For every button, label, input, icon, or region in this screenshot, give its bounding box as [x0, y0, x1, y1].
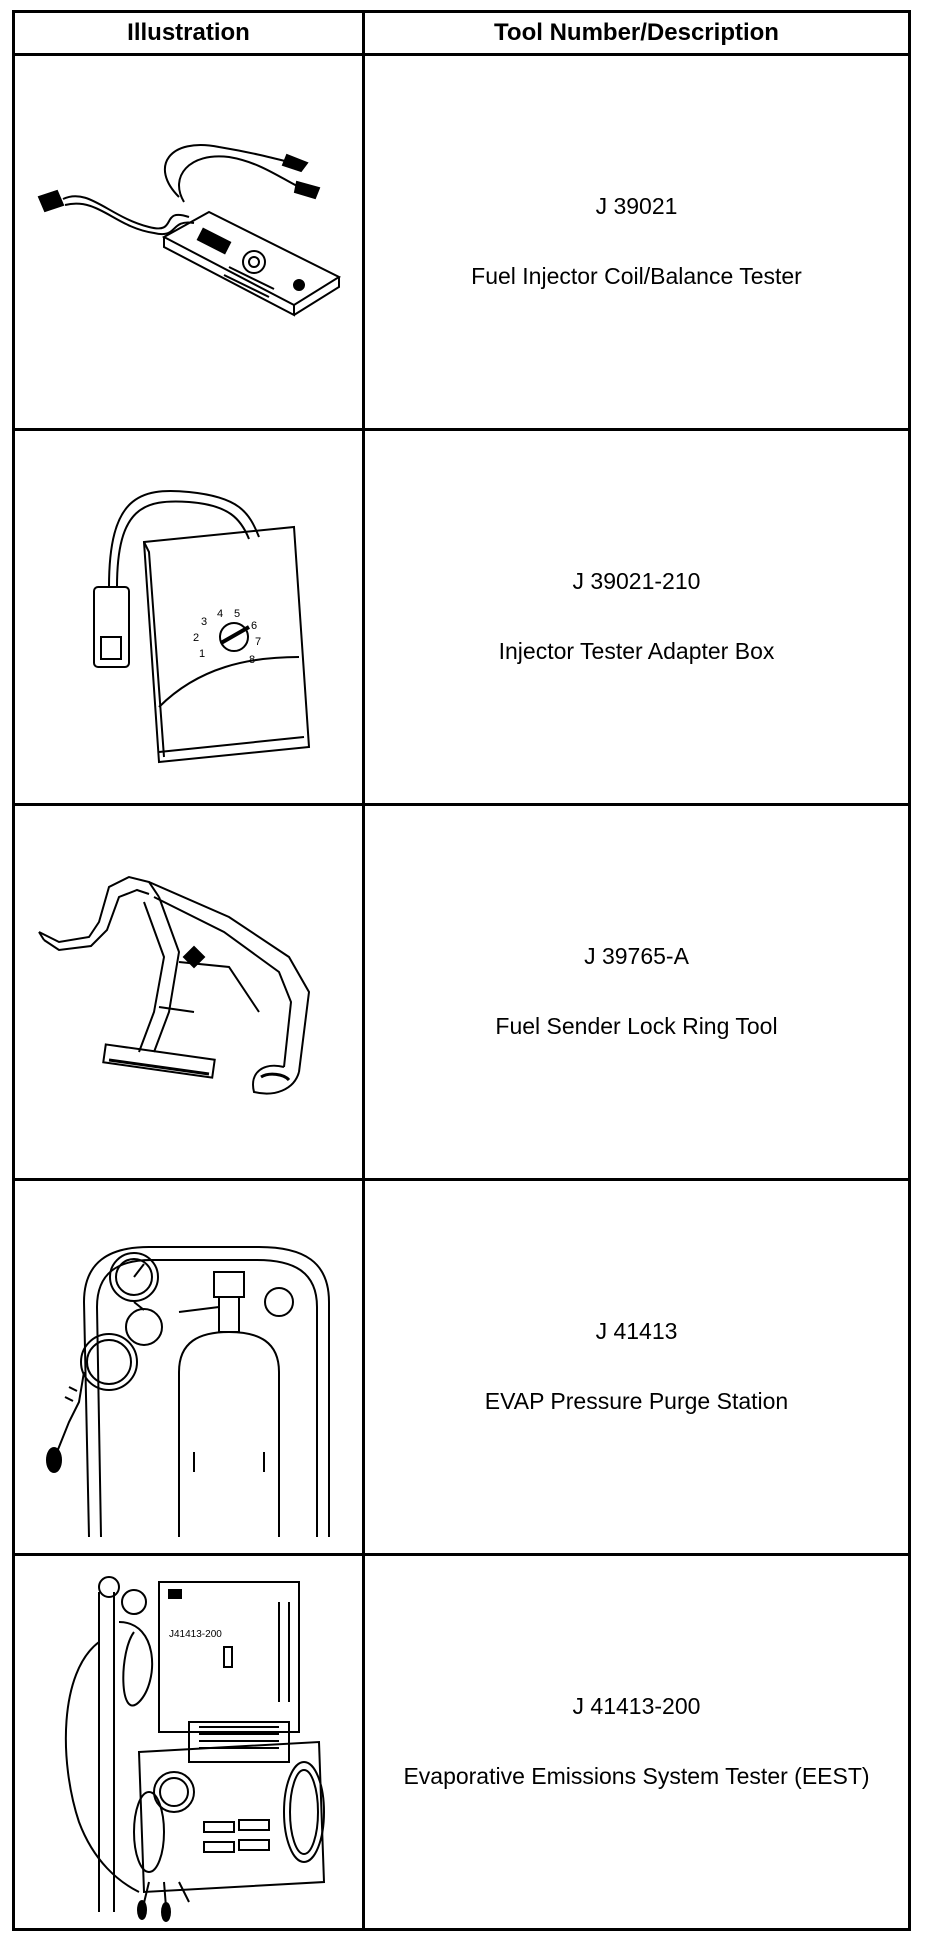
description-cell: J 39021-210 Injector Tester Adapter Box	[362, 428, 911, 806]
table-header-row: Illustration Tool Number/Description	[12, 10, 911, 56]
dial-label: 3	[201, 616, 207, 628]
illustration-cell	[12, 53, 365, 431]
dial-label: 4	[217, 608, 223, 620]
dial-label: 8	[249, 654, 255, 666]
eest-icon: J41413-200	[39, 1562, 339, 1922]
illustration-cell: 1 2 3 4 5 6 7 8	[12, 428, 365, 806]
tool-description: Evaporative Emissions System Tester (EES…	[403, 1763, 870, 1789]
description-cell: J 41413 EVAP Pressure Purge Station	[362, 1178, 911, 1556]
tool-number: J 41413	[595, 1318, 678, 1345]
dial-label: 7	[255, 636, 261, 648]
dial-label: 5	[234, 608, 240, 620]
table-row: J 41413 EVAP Pressure Purge Station	[12, 1178, 911, 1556]
tool-description: Injector Tester Adapter Box	[498, 638, 775, 664]
illustration-cell	[12, 803, 365, 1181]
adapter-box-icon: 1 2 3 4 5 6 7 8	[49, 467, 329, 767]
tool-description: Fuel Injector Coil/Balance Tester	[471, 263, 802, 289]
table-row: 1 2 3 4 5 6 7 8 J 39021-210 Injector Tes…	[12, 428, 911, 806]
injector-tester-icon	[29, 127, 349, 357]
header-illustration: Illustration	[12, 10, 365, 56]
tools-table: Illustration Tool Number/Description	[12, 10, 911, 1931]
dial-label: 6	[251, 620, 257, 632]
table-row: J 39021 Fuel Injector Coil/Balance Teste…	[12, 53, 911, 431]
tool-number: J 39021	[595, 193, 678, 220]
tool-description: Fuel Sender Lock Ring Tool	[495, 1013, 778, 1039]
illustration-cell: J41413-200	[12, 1553, 365, 1931]
dial-label: 2	[193, 632, 199, 644]
header-tool-number-description: Tool Number/Description	[362, 10, 911, 56]
tool-description: EVAP Pressure Purge Station	[484, 1388, 789, 1414]
tool-number: J 39765-A	[584, 943, 689, 970]
tool-number: J 41413-200	[572, 1693, 701, 1720]
illustration-cell	[12, 1178, 365, 1556]
description-cell: J 39765-A Fuel Sender Lock Ring Tool	[362, 803, 911, 1181]
lock-ring-tool-icon	[29, 862, 349, 1122]
tool-number: J 39021-210	[572, 568, 701, 595]
description-cell: J 39021 Fuel Injector Coil/Balance Teste…	[362, 53, 911, 431]
purge-station-icon	[29, 1192, 349, 1542]
dial-label: 1	[199, 648, 205, 660]
table-row: J 39765-A Fuel Sender Lock Ring Tool	[12, 803, 911, 1181]
description-cell: J 41413-200 Evaporative Emissions System…	[362, 1553, 911, 1931]
table-row: J41413-200	[12, 1553, 911, 1931]
device-label: J41413-200	[169, 1629, 222, 1640]
